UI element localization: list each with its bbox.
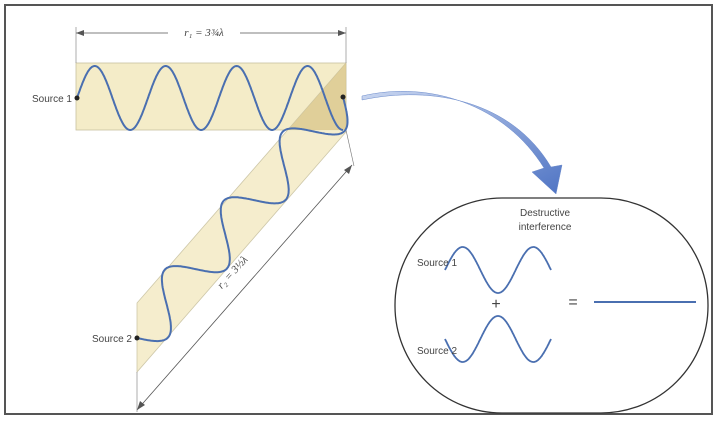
source1-label: Source 1 [32,94,72,105]
result-title-line1: Destructive [520,208,570,219]
curved-arrow [362,91,562,194]
plus-sign: + [491,296,500,313]
source2-label: Source 2 [92,334,132,345]
result-title-line2: interference [519,222,572,233]
result-source2-label: Source 2 [417,346,457,357]
source2-dot [135,336,140,341]
meeting-point-dot [341,95,346,100]
source1-dot [75,96,80,101]
r1-label: r₁ = 3¾λ [184,27,224,39]
equals-sign: = [568,294,577,311]
result-source1-label: Source 1 [417,258,457,269]
